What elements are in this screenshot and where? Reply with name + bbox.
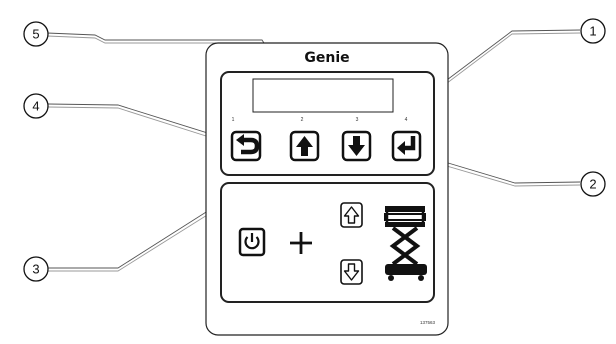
up-button[interactable] <box>289 130 320 162</box>
button-number-1: 1 <box>232 117 235 123</box>
up-outline-arrow-icon <box>343 206 360 224</box>
callout-5: 5 <box>23 21 49 47</box>
enter-icon <box>397 136 416 155</box>
brand-label: Genie <box>304 50 349 66</box>
button-number-4: 4 <box>405 117 408 123</box>
back-arrow-icon <box>236 134 260 155</box>
button-number-3: 3 <box>356 117 359 123</box>
back-button[interactable] <box>230 130 262 162</box>
lift-control-section <box>220 182 435 303</box>
power-button[interactable] <box>238 227 266 257</box>
callout-label-4: 4 <box>32 99 39 114</box>
down-arrow-icon <box>348 136 365 156</box>
plus-icon <box>290 232 312 254</box>
up-arrow-icon <box>296 136 313 156</box>
part-number: 137563 <box>420 320 436 325</box>
callout-label-5: 5 <box>32 27 39 42</box>
lcd-display <box>252 78 394 113</box>
callout-label-3: 3 <box>32 262 39 277</box>
down-button[interactable] <box>341 130 372 162</box>
callout-2: 2 <box>580 171 606 197</box>
callout-label-2: 2 <box>589 177 596 192</box>
callout-1: 1 <box>580 18 606 44</box>
callout-label-1: 1 <box>589 24 596 39</box>
enter-button[interactable] <box>391 130 422 162</box>
lift-up-button[interactable] <box>340 202 363 228</box>
leader-line-2 <box>417 153 581 184</box>
scissor-lift-icon <box>384 206 427 281</box>
button-number-2: 2 <box>301 117 304 123</box>
callout-4: 4 <box>23 93 49 119</box>
leader-line-4 <box>47 103 231 141</box>
down-outline-arrow-icon <box>343 263 360 281</box>
callout-3: 3 <box>23 256 49 282</box>
lift-down-button[interactable] <box>340 259 363 285</box>
power-icon <box>244 233 260 250</box>
